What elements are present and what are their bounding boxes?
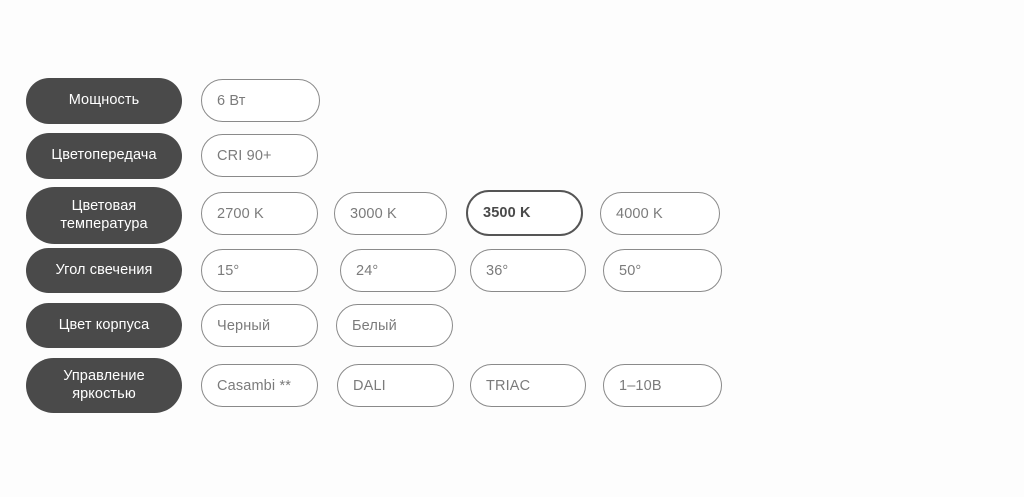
option-dim-casambi[interactable]: Casambi ** <box>201 364 318 407</box>
option-beam-15[interactable]: 15° <box>201 249 318 292</box>
option-cri-90plus[interactable]: CRI 90+ <box>201 134 318 177</box>
spec-row-dimming: Управление яркостью Casambi ** DALI TRIA… <box>0 358 1024 413</box>
option-cct-2700k[interactable]: 2700 K <box>201 192 318 235</box>
option-dim-triac[interactable]: TRIAC <box>470 364 586 407</box>
spec-row-power: Мощность 6 Вт <box>0 78 1024 124</box>
spec-row-beam-angle: Угол свечения 15° 24° 36° 50° <box>0 248 1024 293</box>
option-dim-1-10v[interactable]: 1–10В <box>603 364 722 407</box>
row-label-dimming: Управление яркостью <box>26 358 182 413</box>
row-label-cri: Цветопередача <box>26 133 182 179</box>
option-dim-dali[interactable]: DALI <box>337 364 454 407</box>
option-power-6vt[interactable]: 6 Вт <box>201 79 320 122</box>
row-label-power: Мощность <box>26 78 182 124</box>
row-label-beam-angle: Угол свечения <box>26 248 182 293</box>
spec-row-cri: Цветопередача CRI 90+ <box>0 133 1024 179</box>
option-beam-36[interactable]: 36° <box>470 249 586 292</box>
option-beam-50[interactable]: 50° <box>603 249 722 292</box>
option-body-white[interactable]: Белый <box>336 304 453 347</box>
spec-row-cct: Цветовая температура 2700 K 3000 K 3500 … <box>0 187 1024 244</box>
option-body-black[interactable]: Черный <box>201 304 318 347</box>
row-label-cct: Цветовая температура <box>26 187 182 244</box>
spec-row-body-color: Цвет корпуса Черный Белый <box>0 303 1024 348</box>
option-cct-4000k[interactable]: 4000 K <box>600 192 720 235</box>
option-beam-24[interactable]: 24° <box>340 249 456 292</box>
option-cct-3500k[interactable]: 3500 K <box>466 190 583 236</box>
row-label-body-color: Цвет корпуса <box>26 303 182 348</box>
option-cct-3000k[interactable]: 3000 K <box>334 192 447 235</box>
